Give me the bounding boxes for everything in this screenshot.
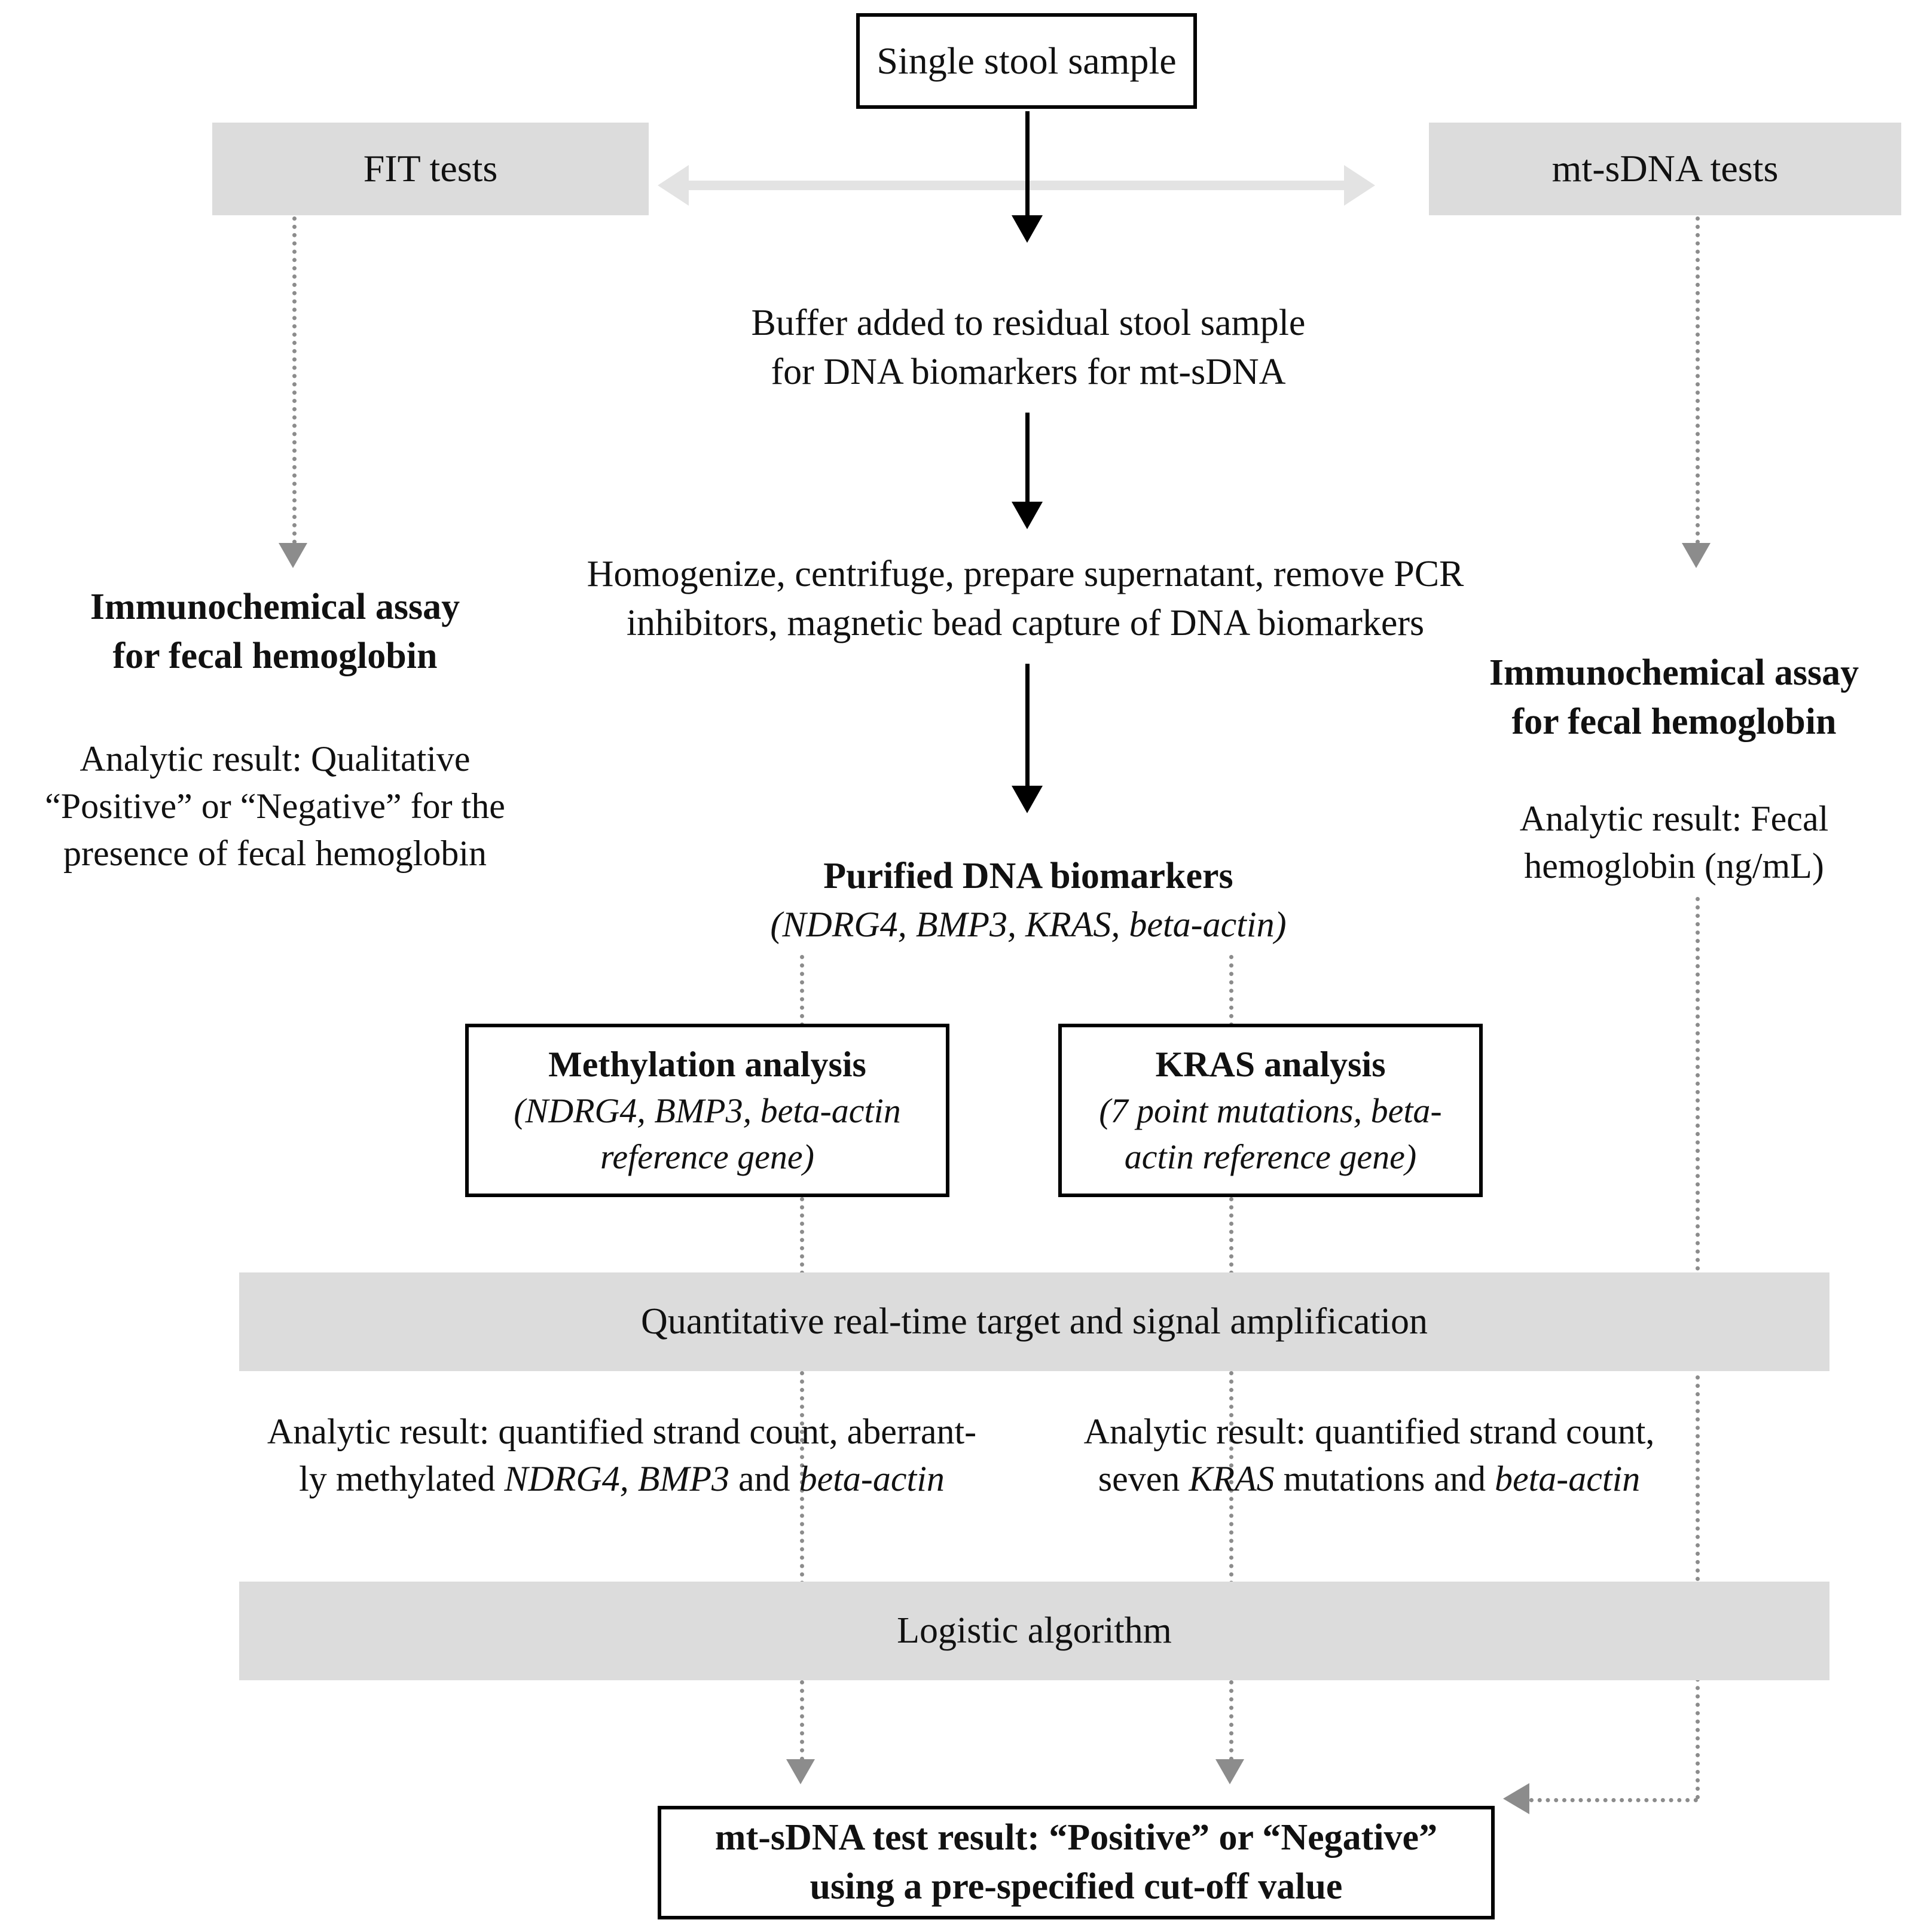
node-kras-result: Analytic result: quantified strand count… — [1043, 1408, 1695, 1503]
node-fit-left-heading-line1: Immunochemical assay — [90, 587, 460, 627]
connector-purified-to-kras — [1229, 955, 1233, 1027]
node-fit-right-result: Analytic result: Fecal hemoglobin (ng/mL… — [1447, 795, 1901, 890]
node-fit-right-result-line1: Analytic result: Fecal — [1519, 799, 1829, 838]
connector-mtsdna-arrow-icon — [1682, 543, 1711, 568]
connector-methylation-to-amplification — [800, 1197, 804, 1275]
node-buffer-added-line2: for DNA biomarkers for mt-sDNA — [771, 351, 1286, 392]
connector-fit-to-immunoassay-left — [292, 216, 297, 544]
node-fit-right-heading-line2: for fecal hemoglobin — [1511, 701, 1837, 742]
node-fit-right-heading: Immunochemical assay for fecal hemoglobi… — [1447, 649, 1901, 747]
node-mtsdna-tests: mt-sDNA tests — [1429, 123, 1901, 215]
node-kras-analysis: KRAS analysis (7 point mutations, beta- … — [1058, 1024, 1483, 1197]
node-homogenize-line1: Homogenize, centrifuge, prepare supernat… — [587, 554, 1464, 594]
arrow-shaft — [1025, 111, 1030, 215]
node-kras-detail-line1: (7 point mutations, beta- — [1099, 1091, 1442, 1131]
node-amplification-band: Quantitative real-time target and signal… — [239, 1272, 1829, 1371]
arrow-homogenize-to-purified — [1010, 664, 1044, 813]
arrow-shaft — [1025, 664, 1030, 786]
arrow-head-right-icon — [1344, 165, 1375, 206]
connector-mtsdna-to-immunoassay-right — [1696, 216, 1700, 544]
kras-result-italic-b: beta-actin — [1494, 1459, 1641, 1499]
connector-purified-to-methylation — [800, 955, 804, 1027]
node-single-stool-sample: Single stool sample — [856, 13, 1197, 109]
node-kras-heading: KRAS analysis — [1155, 1044, 1386, 1084]
node-mtsdna-tests-label: mt-sDNA tests — [1551, 147, 1779, 190]
node-fit-left-result-line2: “Positive” or “Negative” for the — [45, 786, 505, 826]
connector-final-arrow-icon — [1503, 1783, 1529, 1814]
node-logistic-band-label: Logistic algorithm — [897, 1610, 1172, 1651]
connector-logistic-left-arrow-icon — [786, 1759, 815, 1784]
node-kras-result-line1: Analytic result: quantified strand count… — [1083, 1412, 1655, 1451]
node-final-result-line1: mt-sDNA test result: “Positive” or “Nega… — [714, 1817, 1438, 1858]
methylation-result-plain-b: and — [729, 1459, 799, 1499]
node-logistic-band: Logistic algorithm — [239, 1582, 1829, 1680]
node-methylation-result-line2: ly methylated NDRG4, BMP3 and beta-actin — [254, 1455, 989, 1503]
node-methylation-detail-line2: reference gene) — [600, 1137, 814, 1176]
node-kras-result-line2: seven KRAS mutations and beta-actin — [1043, 1455, 1695, 1503]
node-final-result-line2: using a pre-specified cut-off value — [810, 1866, 1343, 1907]
node-amplification-band-label: Quantitative real-time target and signal… — [641, 1301, 1428, 1342]
node-homogenize: Homogenize, centrifuge, prepare supernat… — [538, 550, 1513, 648]
connector-logistic-to-final-right — [1229, 1680, 1233, 1761]
connector-logistic-to-final-left — [800, 1680, 804, 1761]
bidirectional-arrow — [658, 165, 1375, 206]
node-purified-dna-detail: (NDRG4, BMP3, KRAS, beta-actin) — [770, 904, 1287, 944]
arrow-head-down-icon — [1012, 786, 1043, 813]
node-methylation-heading: Methylation analysis — [548, 1044, 866, 1084]
node-fit-tests: FIT tests — [212, 123, 649, 215]
node-methylation-result-line1: Analytic result: quantified strand count… — [267, 1412, 977, 1451]
methylation-result-italic-a: NDRG4, BMP3 — [504, 1459, 729, 1499]
connector-amplification-to-kras-result — [1229, 1371, 1233, 1652]
connector-amplification-to-methylation-result — [800, 1371, 804, 1652]
node-methylation-result: Analytic result: quantified strand count… — [254, 1408, 989, 1503]
node-homogenize-line2: inhibitors, magnetic bead capture of DNA… — [626, 602, 1425, 643]
arrow-shaft — [689, 181, 1344, 190]
node-fit-left-heading: Immunochemical assay for fecal hemoglobi… — [24, 583, 526, 681]
connector-final-horizontal — [1529, 1798, 1698, 1802]
node-fit-left-result: Analytic result: Qualitative “Positive” … — [24, 735, 526, 878]
node-kras-detail-line2: actin reference gene) — [1124, 1137, 1417, 1176]
node-fit-right-result-line2: hemoglobin (ng/mL) — [1524, 846, 1824, 886]
node-fit-left-result-line1: Analytic result: Qualitative — [80, 739, 471, 779]
kras-result-plain-b: mutations and — [1274, 1459, 1495, 1499]
node-methylation-detail-line1: (NDRG4, BMP3, beta-actin — [514, 1091, 901, 1131]
arrow-head-down-icon — [1012, 502, 1043, 529]
node-buffer-added: Buffer added to residual stool sample fo… — [676, 299, 1381, 397]
node-single-stool-sample-label: Single stool sample — [876, 39, 1177, 82]
arrow-head-left-icon — [658, 165, 689, 206]
node-purified-dna: Purified DNA biomarkers (NDRG4, BMP3, KR… — [705, 852, 1351, 948]
node-fit-right-heading-line1: Immunochemical assay — [1489, 652, 1859, 693]
node-methylation-analysis: Methylation analysis (NDRG4, BMP3, beta-… — [465, 1024, 949, 1197]
connector-kras-to-amplification — [1229, 1197, 1233, 1275]
methylation-result-plain-a: ly methylated — [299, 1459, 505, 1499]
arrow-head-down-icon — [1012, 215, 1043, 243]
node-fit-tests-label: FIT tests — [363, 147, 498, 190]
kras-result-italic-a: KRAS — [1189, 1459, 1275, 1499]
node-fit-left-result-line3: presence of fecal hemoglobin — [63, 834, 487, 874]
kras-result-plain-a: seven — [1098, 1459, 1189, 1499]
node-final-result: mt-sDNA test result: “Positive” or “Nega… — [658, 1806, 1495, 1919]
connector-logistic-right-arrow-icon — [1215, 1759, 1244, 1784]
connector-fit-arrow-icon — [279, 543, 307, 568]
arrow-sample-to-buffer — [1010, 111, 1044, 243]
arrow-buffer-to-homogenize — [1010, 413, 1044, 529]
node-fit-left-heading-line2: for fecal hemoglobin — [112, 635, 438, 676]
methylation-result-italic-b: beta-actin — [799, 1459, 945, 1499]
arrow-shaft — [1025, 413, 1030, 502]
node-purified-dna-heading: Purified DNA biomarkers — [823, 856, 1233, 896]
node-buffer-added-line1: Buffer added to residual stool sample — [751, 303, 1306, 343]
